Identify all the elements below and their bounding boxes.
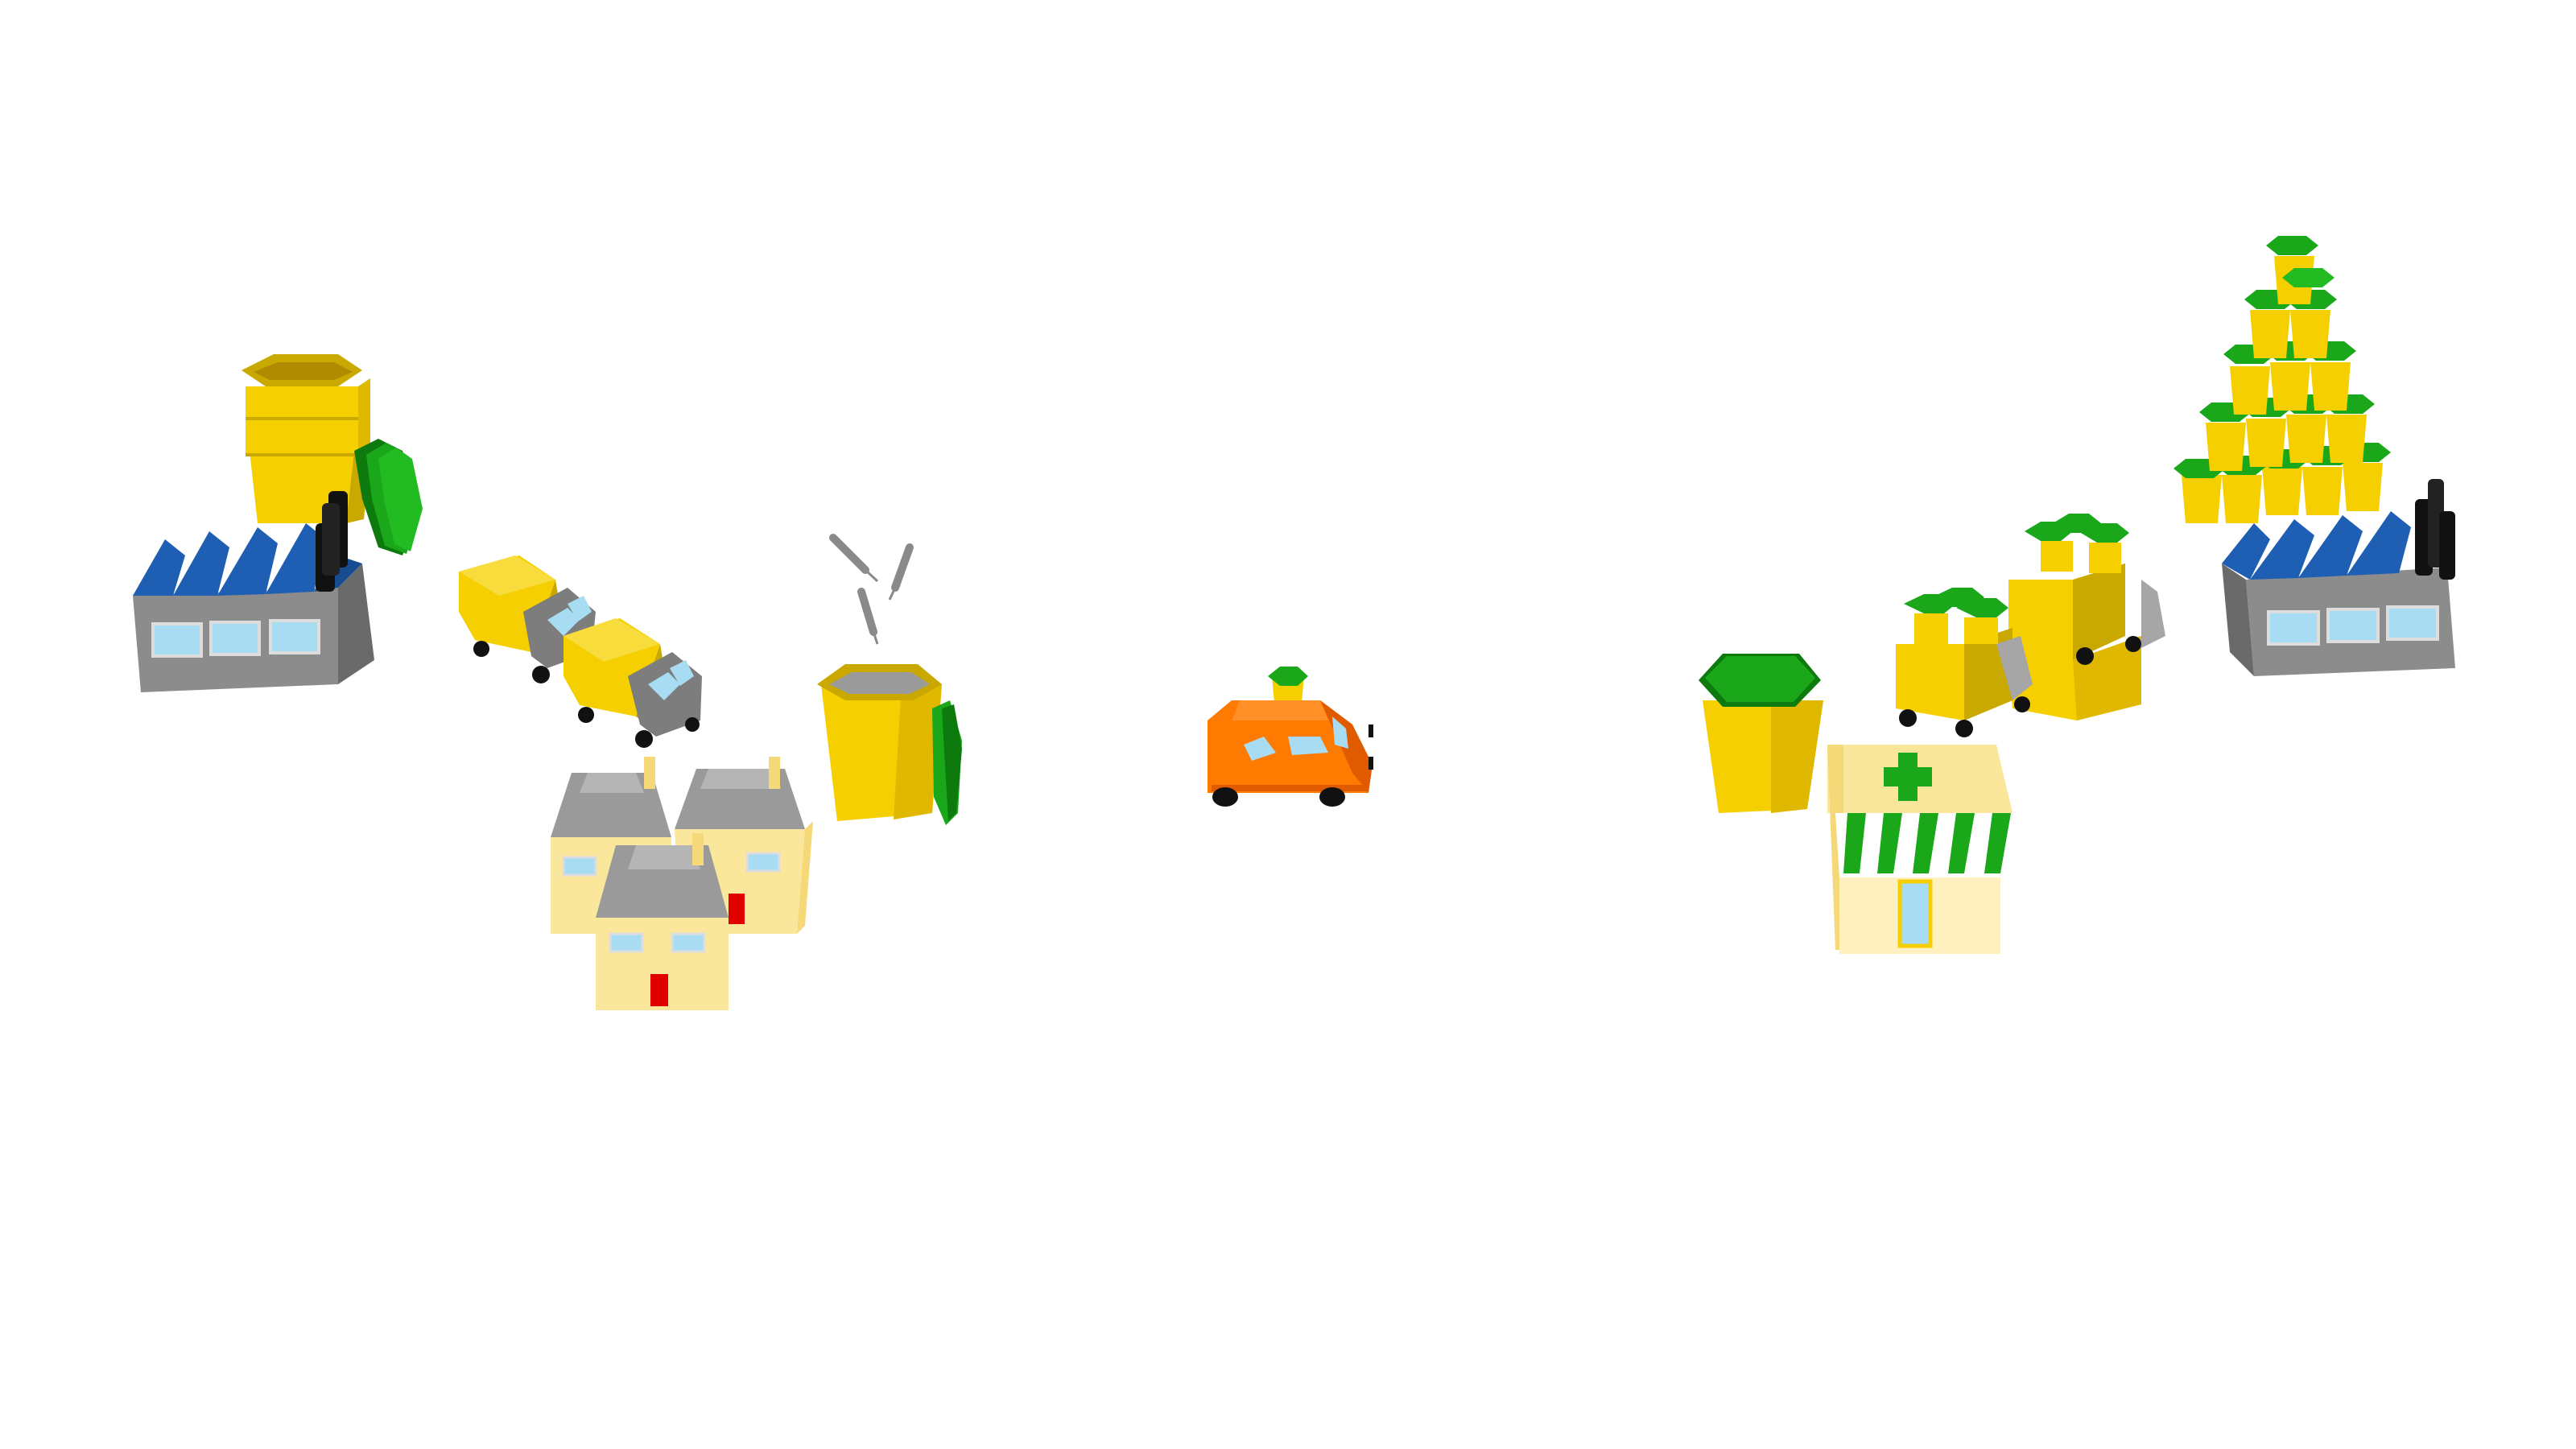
cross-icon (1884, 753, 1932, 801)
full-container-icon (1699, 654, 1823, 813)
factory-building-icon (133, 491, 374, 692)
stacked-containers-icon (242, 354, 370, 523)
container-pyramid-icon (2174, 236, 2391, 523)
truck-icon (564, 618, 702, 748)
awning-icon (1835, 813, 2013, 877)
houses-icon (551, 757, 813, 1010)
pharmacy-icon (1827, 745, 2013, 954)
truck-icon (1896, 588, 2033, 737)
house-icon (596, 833, 729, 1010)
truck-icon (2008, 514, 2165, 720)
sharps-container-icon (817, 664, 962, 825)
delivery-trucks-icon (459, 555, 702, 748)
green-lids-icon (354, 439, 423, 555)
factory-building-icon (2222, 479, 2455, 676)
factory-stack-icon (2174, 236, 2455, 676)
car-icon (1208, 667, 1373, 807)
loaded-trucks-icon (1896, 514, 2165, 737)
syringes-icon (829, 534, 914, 645)
factory-containers-icon (133, 354, 423, 692)
